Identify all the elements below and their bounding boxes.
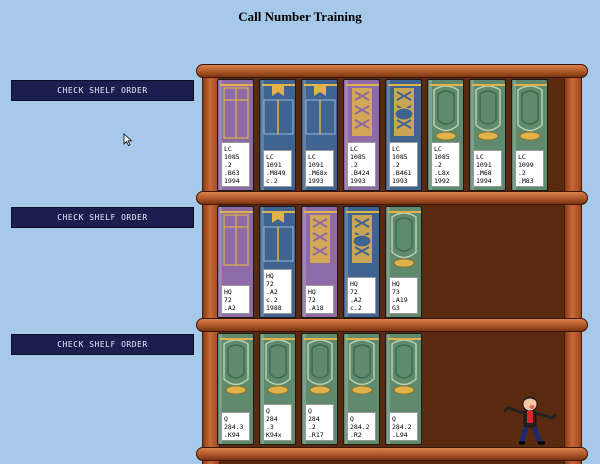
call-number-label: LC 1085 .2 .B424 1993 (347, 142, 376, 187)
book-spine[interactable]: Q 284 .3 K94x (259, 333, 296, 445)
shelf-top-plank (196, 64, 588, 78)
book-spine[interactable]: LC 1091 .M849 c.2 (259, 79, 296, 191)
book-spine[interactable]: LC 1085 .2 .B424 1993 (343, 79, 380, 191)
call-number-label: LC 1091 .M849 c.2 (263, 150, 292, 187)
book-spine[interactable]: Q 284 .2 .R17 (301, 333, 338, 445)
book-spine[interactable]: Q 284.3 .K94 (217, 333, 254, 445)
call-number-label: HQ 72 .A2 (221, 285, 250, 314)
shelf-right-side (564, 74, 582, 464)
book-spine[interactable]: LC 1085 .2 .B63 1994 (217, 79, 254, 191)
call-number-label: LC 1091 .M68 1994 (473, 150, 502, 187)
dancing-man-icon (502, 396, 557, 445)
shelf-plank-3 (196, 447, 588, 461)
book-spine[interactable]: Q 284.2 .L94 (385, 333, 422, 445)
call-number-label: LC 1085 .2 .B63 1994 (221, 142, 250, 187)
call-number-label: Q 284.2 .L94 (389, 412, 418, 441)
book-spine[interactable]: LC 1085 .2 .L8x 1992 (427, 79, 464, 191)
book-spine[interactable]: LC 1099 .2 .M83 (511, 79, 548, 191)
cursor-arrow-icon (123, 133, 133, 147)
call-number-label: Q 284 .3 K94x (263, 404, 292, 441)
call-number-label: LC 1085 .2 .B461 1993 (389, 142, 418, 187)
call-number-label: HQ 72 .A2 c.2 (347, 277, 376, 314)
book-spine[interactable]: HQ 72 .A2 (217, 206, 254, 318)
call-number-label: Q 284 .2 .R17 (305, 404, 334, 441)
book-spine[interactable]: HQ 72 .A2 c.2 1988 (259, 206, 296, 318)
book-spine[interactable]: HQ 72 .A2 c.2 (343, 206, 380, 318)
book-spine[interactable]: HQ 73 .A19 G3 (385, 206, 422, 318)
shelf-plank-1 (196, 191, 588, 205)
call-number-label: LC 1085 .2 .L8x 1992 (431, 142, 460, 187)
call-number-label: LC 1099 .2 .M83 (515, 150, 544, 187)
page-title: Call Number Training (238, 9, 362, 24)
call-number-label: LC 1091 .M68x 1993 (305, 150, 334, 187)
book-spine[interactable]: LC 1091 .M68 1994 (469, 79, 506, 191)
book-spine[interactable]: LC 1091 .M68x 1993 (301, 79, 338, 191)
book-spine[interactable]: Q 284.2 .R2 (343, 333, 380, 445)
check-shelf-order-button-2[interactable]: CHECK SHELF ORDER (11, 207, 194, 228)
book-spine[interactable]: LC 1085 .2 .B461 1993 (385, 79, 422, 191)
shelf-plank-2 (196, 318, 588, 332)
call-number-label: HQ 72 .A2 c.2 1988 (263, 269, 292, 314)
call-number-label: Q 284.3 .K94 (221, 412, 250, 441)
book-spine[interactable]: HQ 72 .A18 (301, 206, 338, 318)
call-number-label: Q 284.2 .R2 (347, 412, 376, 441)
check-shelf-order-button-1[interactable]: CHECK SHELF ORDER (11, 80, 194, 101)
check-shelf-order-button-3[interactable]: CHECK SHELF ORDER (11, 334, 194, 355)
call-number-label: HQ 72 .A18 (305, 285, 334, 314)
call-number-label: HQ 73 .A19 G3 (389, 277, 418, 314)
